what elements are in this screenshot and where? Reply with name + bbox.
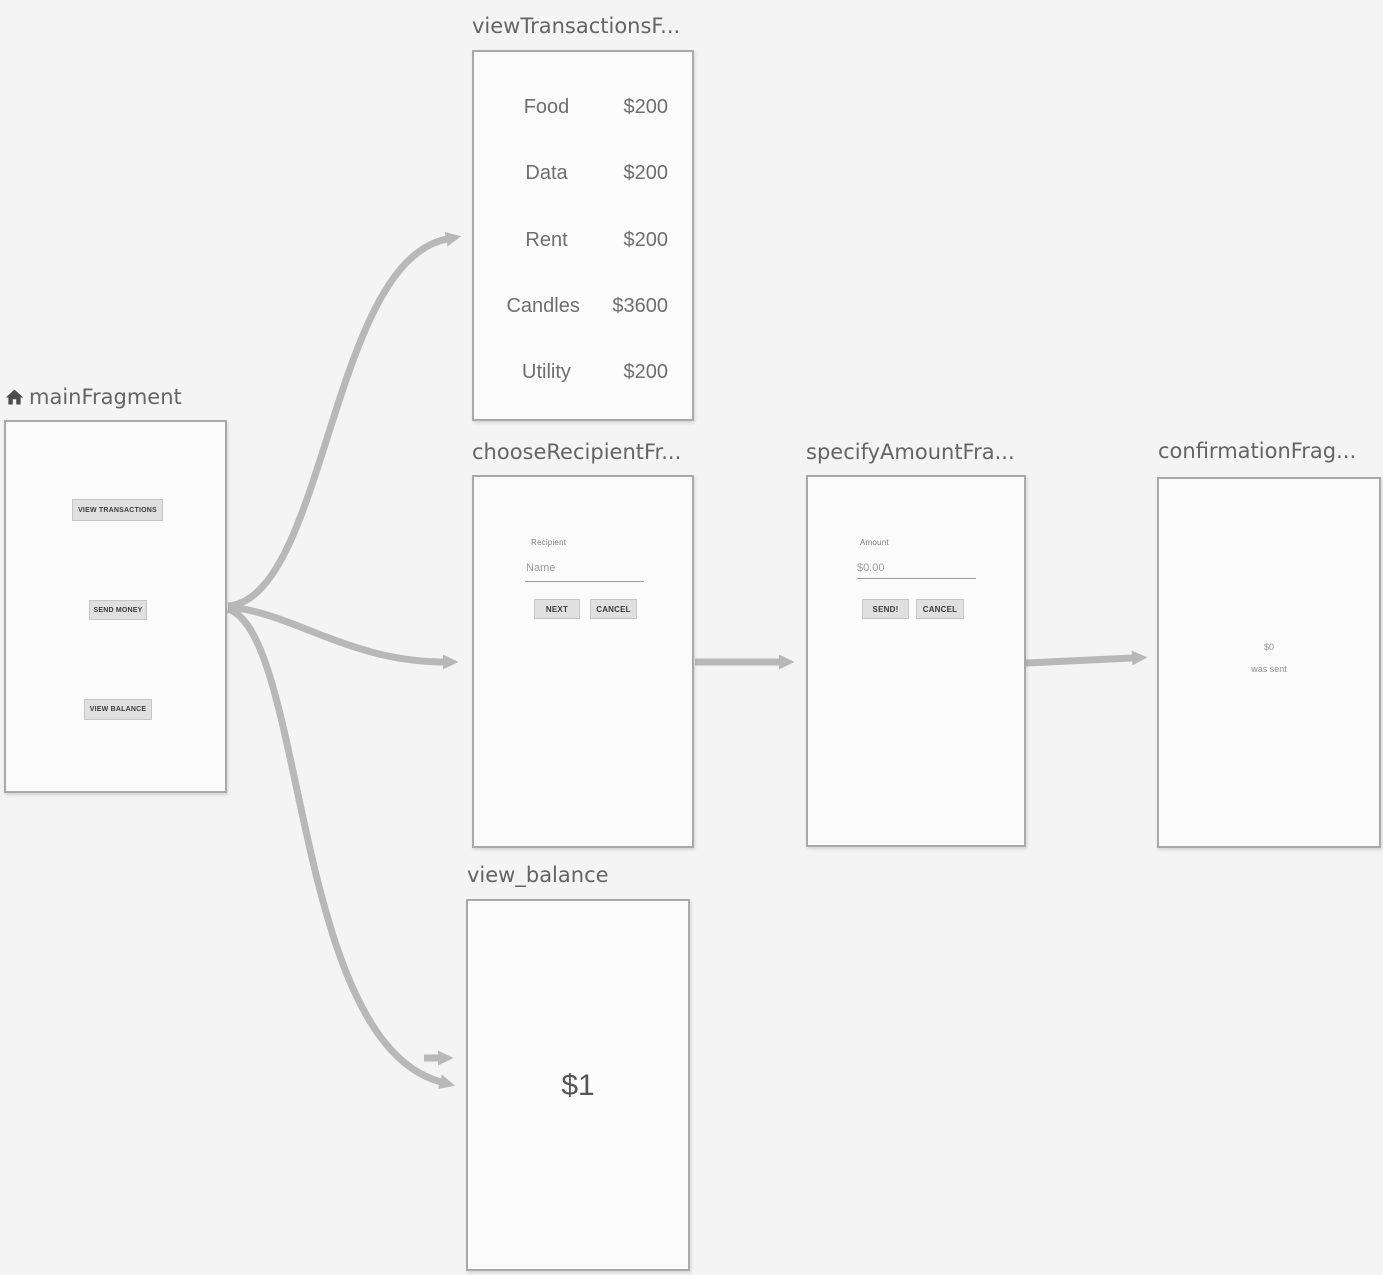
action-specify-amount-to-confirmation[interactable] <box>1025 650 1148 667</box>
confirmation-amount: $0 <box>1263 642 1274 652</box>
fragment-title-choose-recipient: chooseRecipientFr... <box>472 440 682 464</box>
recipient-input: Name <box>526 562 556 574</box>
preview-button-cancel: CANCEL <box>916 599 964 619</box>
fragment-specify-amount[interactable]: Amount $0.00 SEND! CANCEL <box>806 475 1026 847</box>
preview-button-view-balance: VIEW BALANCE <box>84 699 152 720</box>
recipient-field-label: Recipient <box>531 538 567 547</box>
transaction-amount: $200 <box>623 162 669 184</box>
preview-button-send: SEND! <box>862 599 909 619</box>
fragment-view-balance[interactable]: $1 <box>466 899 690 1271</box>
transaction-row: Data $200 <box>474 160 692 186</box>
transaction-amount: $3600 <box>612 295 668 317</box>
transaction-label: Candles <box>506 295 580 317</box>
amount-input: $0.00 <box>857 562 885 574</box>
amount-field-label: Amount <box>860 538 889 547</box>
fragment-title-specify-amount: specifyAmountFra... <box>806 440 1015 464</box>
fragment-confirmation[interactable]: $0 was sent <box>1157 477 1381 848</box>
preview-button-view-transactions: VIEW TRANSACTIONS <box>72 499 163 521</box>
transaction-label: Data <box>525 162 568 184</box>
transaction-label: Food <box>523 96 570 118</box>
action-main-to-choose-recipient[interactable] <box>227 603 459 670</box>
recipient-input-underline <box>525 581 644 582</box>
balance-text: $1 <box>561 1069 595 1102</box>
transaction-amount: $200 <box>623 361 669 383</box>
preview-button-cancel: CANCEL <box>590 599 637 619</box>
transaction-row: Food $200 <box>474 94 692 120</box>
transaction-amount: $200 <box>623 96 669 118</box>
action-main-to-view-transactions[interactable] <box>227 231 462 610</box>
fragment-header-main: mainFragment <box>4 385 182 409</box>
action-main-to-view-balance[interactable] <box>226 605 455 1089</box>
fragment-view-transactions[interactable]: Food $200 Data $200 Rent $200 Candles $3… <box>472 50 694 421</box>
fragment-title-main: mainFragment <box>29 385 182 409</box>
home-icon <box>4 387 25 408</box>
fragment-title-view-balance: view_balance <box>467 863 609 887</box>
confirmation-subtitle: was sent <box>1251 664 1287 674</box>
transaction-row: Rent $200 <box>474 227 692 253</box>
fragment-title-confirmation: confirmationFrag... <box>1158 439 1357 463</box>
transaction-label: Utility <box>522 361 571 383</box>
preview-button-next: NEXT <box>534 599 580 619</box>
preview-button-send-money: SEND MONEY <box>89 600 147 620</box>
fragment-main[interactable]: VIEW TRANSACTIONS SEND MONEY VIEW BALANC… <box>4 420 227 793</box>
transaction-label: Rent <box>525 229 568 251</box>
amount-input-underline <box>857 578 976 579</box>
transaction-row: Candles $3600 <box>474 293 692 319</box>
transaction-amount: $200 <box>623 229 669 251</box>
fragment-choose-recipient[interactable]: Recipient Name NEXT CANCEL <box>472 475 694 848</box>
transaction-row: Utility $200 <box>474 359 692 385</box>
fragment-title-view-transactions: viewTransactionsF... <box>472 14 681 38</box>
